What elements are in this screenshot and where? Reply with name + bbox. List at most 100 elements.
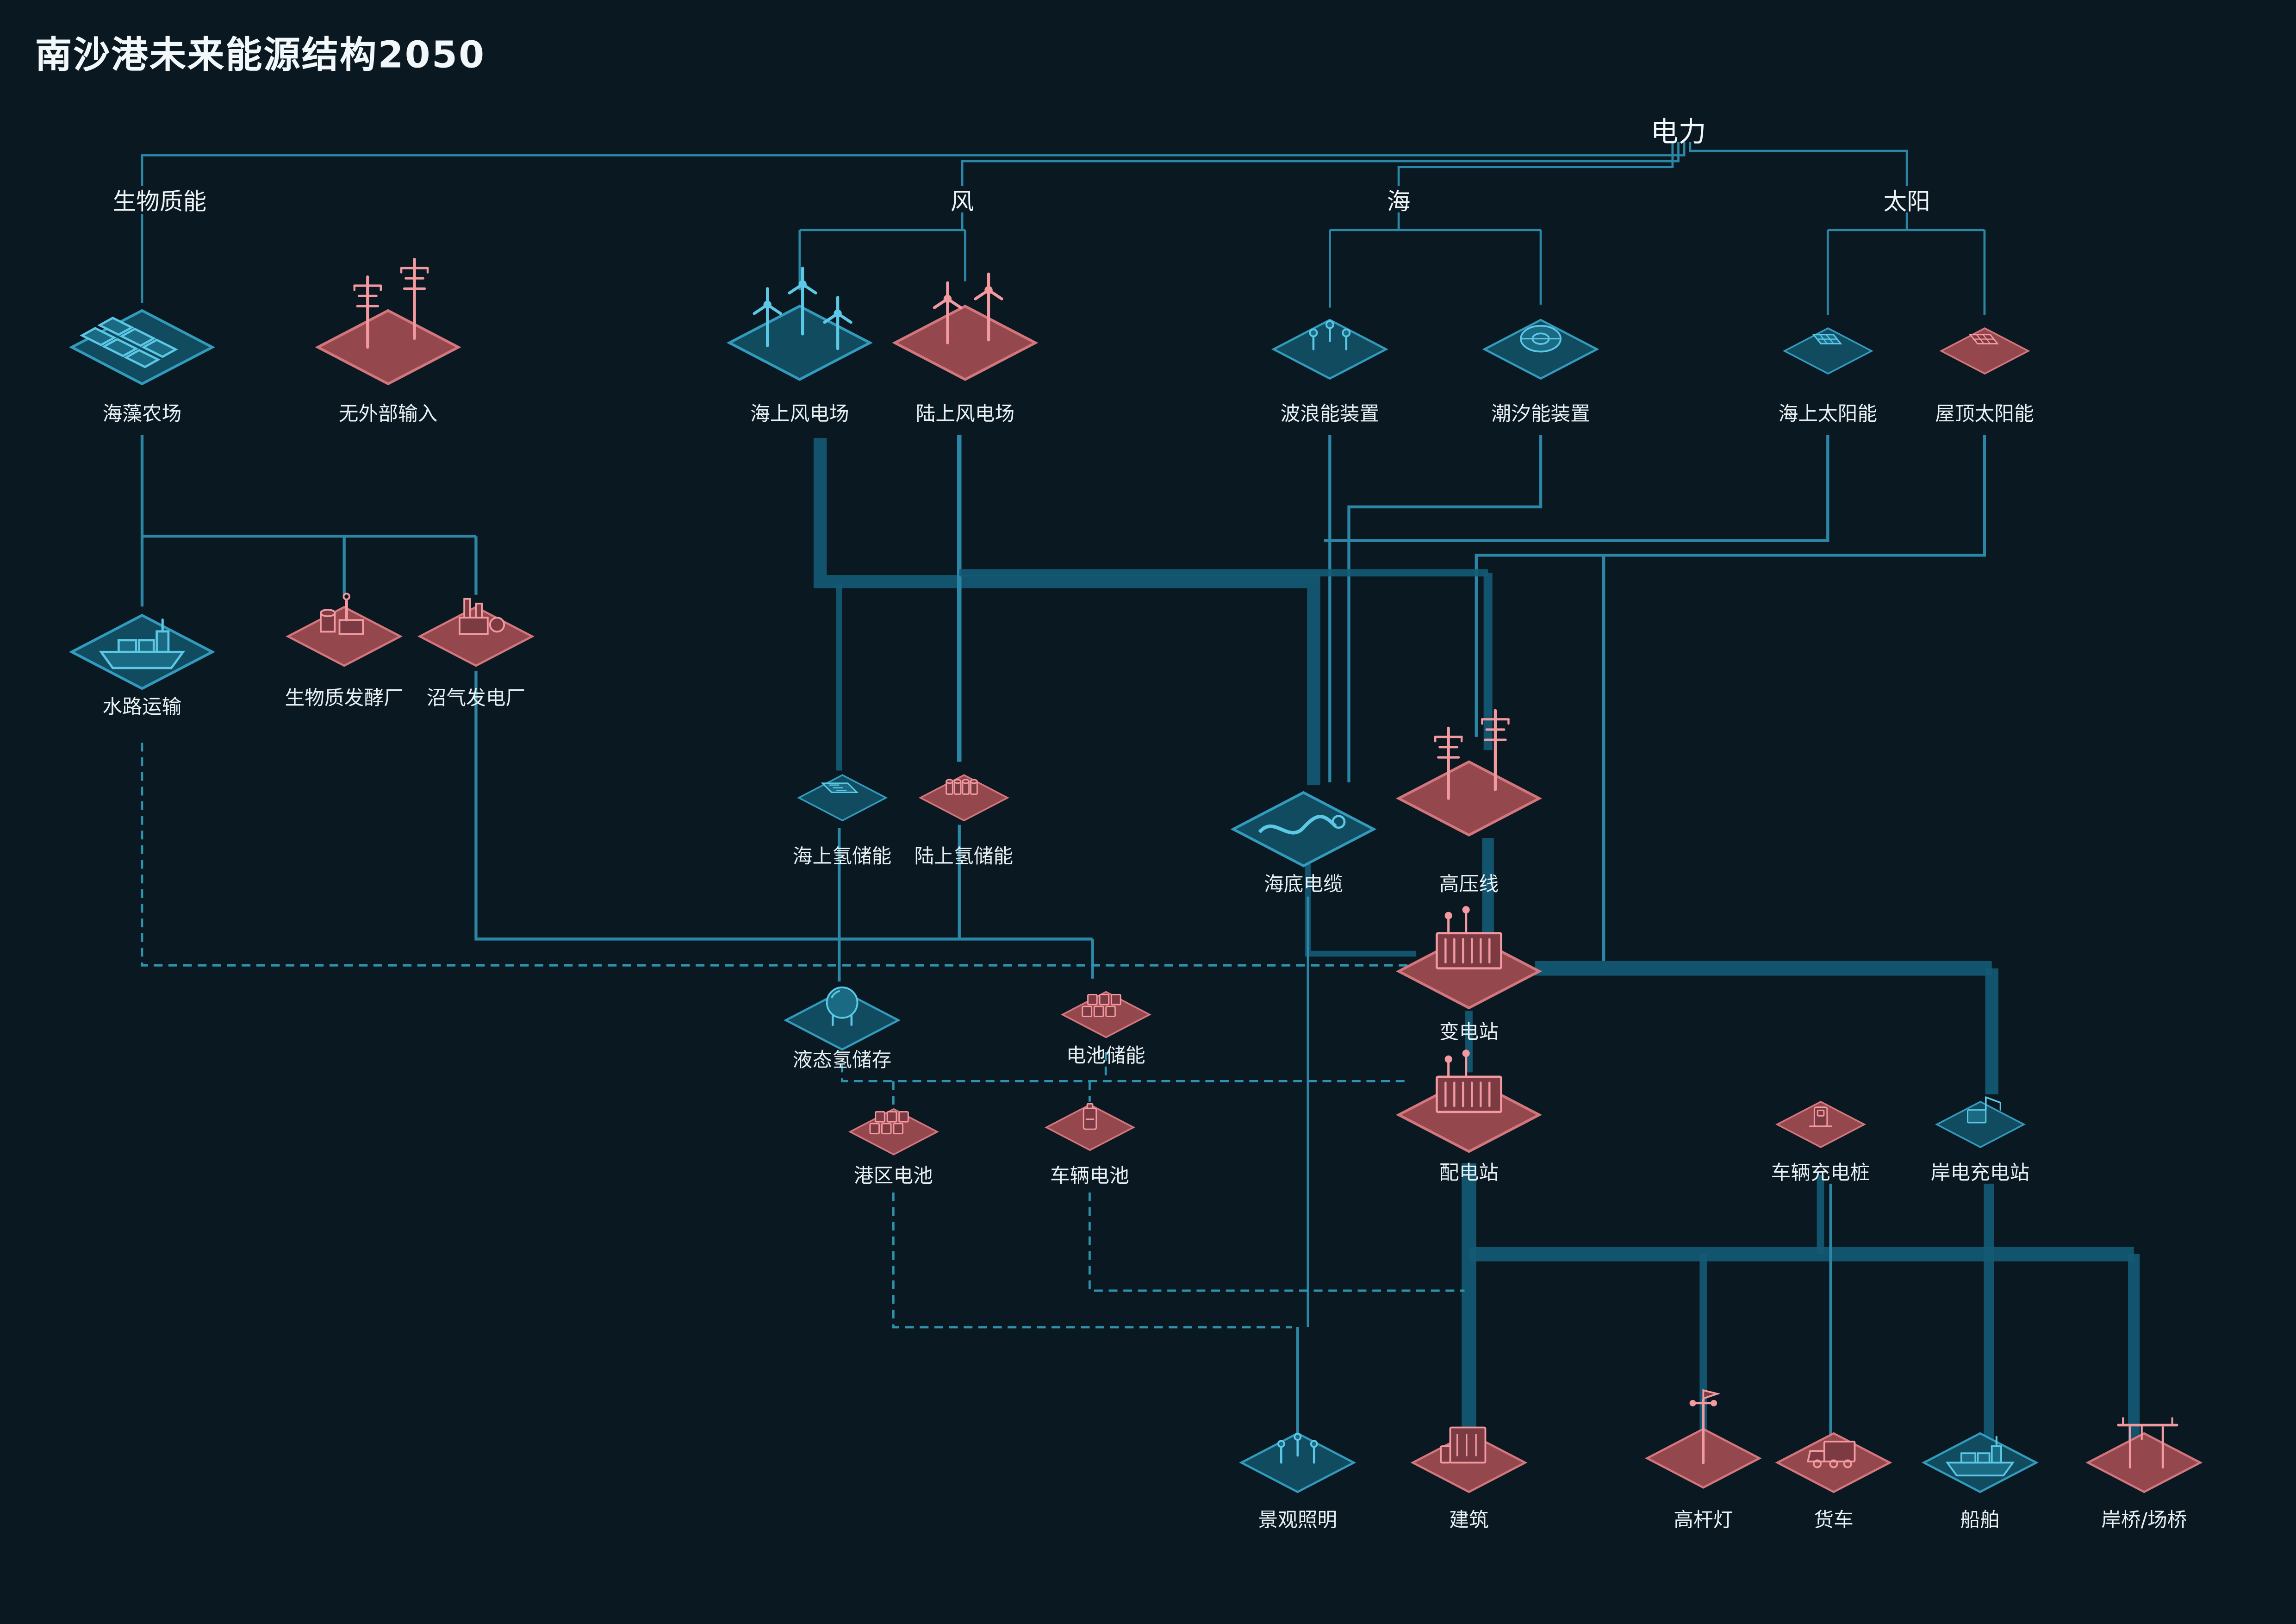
iso-tile bbox=[1939, 328, 2030, 375]
ships-node bbox=[1910, 1359, 2051, 1499]
onshore-wind-farm-node bbox=[877, 214, 1053, 390]
port-battery-node bbox=[839, 1052, 948, 1161]
offshore-h2-storage-node bbox=[788, 718, 896, 827]
substation-node bbox=[1381, 843, 1557, 1018]
onshore-h2-storage-node bbox=[909, 718, 1018, 827]
vehicle-battery-node bbox=[1035, 1048, 1144, 1157]
onshore-wind-farm-label: 陆上风电场 bbox=[915, 403, 1015, 426]
iso-tile bbox=[1271, 318, 1388, 379]
tidal-energy-device-label: 潮汐能装置 bbox=[1491, 403, 1590, 426]
vehicle-charging-pile-label: 车辆充电桩 bbox=[1771, 1162, 1870, 1186]
edge-29 bbox=[813, 438, 1320, 786]
algae-panels-icon bbox=[68, 309, 216, 386]
edge-49 bbox=[141, 743, 1411, 967]
buoys-icon bbox=[1271, 318, 1388, 379]
high-mast-light-node bbox=[1633, 1355, 1773, 1495]
lamps-icon bbox=[1239, 1431, 1356, 1493]
submarine-cable-node bbox=[1216, 700, 1392, 876]
algae-farm-node bbox=[54, 219, 230, 394]
poles-icon bbox=[315, 257, 461, 386]
building-icon bbox=[1410, 1426, 1528, 1493]
water-transport-label: 水路运输 bbox=[102, 696, 182, 719]
biogas-power-plant-label: 沼气发电厂 bbox=[426, 687, 526, 711]
battery-storage-label: 电池储能 bbox=[1066, 1044, 1145, 1068]
iso-tile bbox=[892, 305, 1039, 381]
electricity-root-label: 电力 bbox=[1650, 116, 1706, 149]
offshore-wind-farm-label: 海上风电场 bbox=[750, 403, 849, 426]
charger-icon bbox=[1775, 1101, 1866, 1149]
buildings-label: 建筑 bbox=[1449, 1509, 1489, 1533]
port-battery-label: 港区电池 bbox=[853, 1164, 933, 1188]
iso-tile bbox=[2085, 1431, 2203, 1493]
category-ocean-label: 海 bbox=[1387, 187, 1411, 216]
edge-1 bbox=[961, 142, 1680, 186]
edge-26 bbox=[1324, 435, 1829, 542]
flat-unit-icon bbox=[796, 775, 888, 822]
quay-yard-cranes-node bbox=[2074, 1359, 2215, 1499]
algae-farm-label: 海藻农场 bbox=[102, 403, 182, 426]
tidal-energy-device-node bbox=[1470, 245, 1611, 386]
ship-icon bbox=[68, 613, 216, 690]
high-mast-light-label: 高杆灯 bbox=[1674, 1509, 1733, 1533]
shore-power-charging-station-node bbox=[1926, 1045, 2035, 1154]
no-external-input-label: 无外部输入 bbox=[338, 403, 438, 426]
cable-icon bbox=[1230, 791, 1377, 868]
iso-tile bbox=[796, 775, 888, 822]
edge-54 bbox=[892, 1192, 1292, 1329]
category-wind-label: 风 bbox=[950, 187, 974, 216]
offshore-h2-storage-label: 海上氢储能 bbox=[792, 845, 892, 869]
battery-storage-node bbox=[1051, 935, 1160, 1044]
substation-label: 变电站 bbox=[1439, 1021, 1499, 1045]
battery-racks-icon bbox=[1060, 991, 1151, 1039]
edge-50 bbox=[841, 1063, 1411, 1082]
iso-tile bbox=[1782, 328, 1873, 375]
rooftop-solar-node bbox=[1930, 272, 2039, 381]
iso-tile bbox=[1935, 1101, 2026, 1149]
page-title: 南沙港未来能源结构2050 bbox=[35, 33, 486, 76]
iso-tile bbox=[1395, 933, 1543, 1010]
sphere-icon bbox=[784, 986, 901, 1050]
tanks-icon bbox=[918, 775, 1009, 822]
distribution-station-node bbox=[1381, 986, 1557, 1162]
edge-0 bbox=[141, 142, 1686, 186]
no-external-input-node bbox=[300, 219, 476, 394]
iso-tile bbox=[1395, 1076, 1543, 1153]
tidal-icon bbox=[1482, 318, 1599, 379]
rooftop-solar-label: 屋顶太阳能 bbox=[1935, 403, 2034, 426]
iso-tile bbox=[1775, 1431, 1892, 1493]
hv-line-label: 高压线 bbox=[1439, 873, 1499, 897]
truck-icon bbox=[1775, 1431, 1892, 1493]
truck-node bbox=[1763, 1359, 1904, 1499]
shore-power-charging-station-label: 岸电充电站 bbox=[1930, 1162, 2030, 1186]
mast-icon bbox=[1644, 1388, 1762, 1488]
distribution-station-label: 配电站 bbox=[1439, 1162, 1499, 1186]
offshore-solar-node bbox=[1773, 272, 1882, 381]
truck-label: 货车 bbox=[1814, 1509, 1854, 1533]
shore-box-icon bbox=[1935, 1097, 2026, 1149]
battery-icon bbox=[1044, 1104, 1135, 1152]
edge-55 bbox=[1089, 1192, 1465, 1292]
vehicle-battery-label: 车辆电池 bbox=[1050, 1164, 1129, 1188]
edge-3 bbox=[1689, 142, 1908, 186]
poles-icon bbox=[1395, 709, 1543, 837]
edge-27 bbox=[1475, 435, 1986, 737]
iso-tile bbox=[784, 989, 901, 1050]
edge-25 bbox=[1347, 435, 1543, 782]
iso-tile bbox=[918, 775, 1009, 822]
ship-icon bbox=[1921, 1431, 2039, 1493]
wave-energy-device-node bbox=[1259, 245, 1400, 386]
biomass-fermentation-plant-label: 生物质发酵厂 bbox=[285, 687, 404, 711]
edge-2 bbox=[1397, 142, 1674, 186]
biogas-power-plant-node bbox=[406, 533, 547, 674]
wave-energy-device-label: 波浪能装置 bbox=[1280, 403, 1380, 426]
factory-icon bbox=[286, 592, 403, 667]
category-solar-label: 太阳 bbox=[1883, 187, 1930, 216]
ships-label: 船舶 bbox=[1960, 1509, 2000, 1533]
iso-tile bbox=[286, 605, 403, 667]
turbines-3-icon bbox=[726, 266, 873, 381]
station-icon bbox=[1395, 1049, 1543, 1153]
offshore-solar-label: 海上太阳能 bbox=[1778, 403, 1878, 426]
landscape-lighting-node bbox=[1227, 1359, 1368, 1499]
